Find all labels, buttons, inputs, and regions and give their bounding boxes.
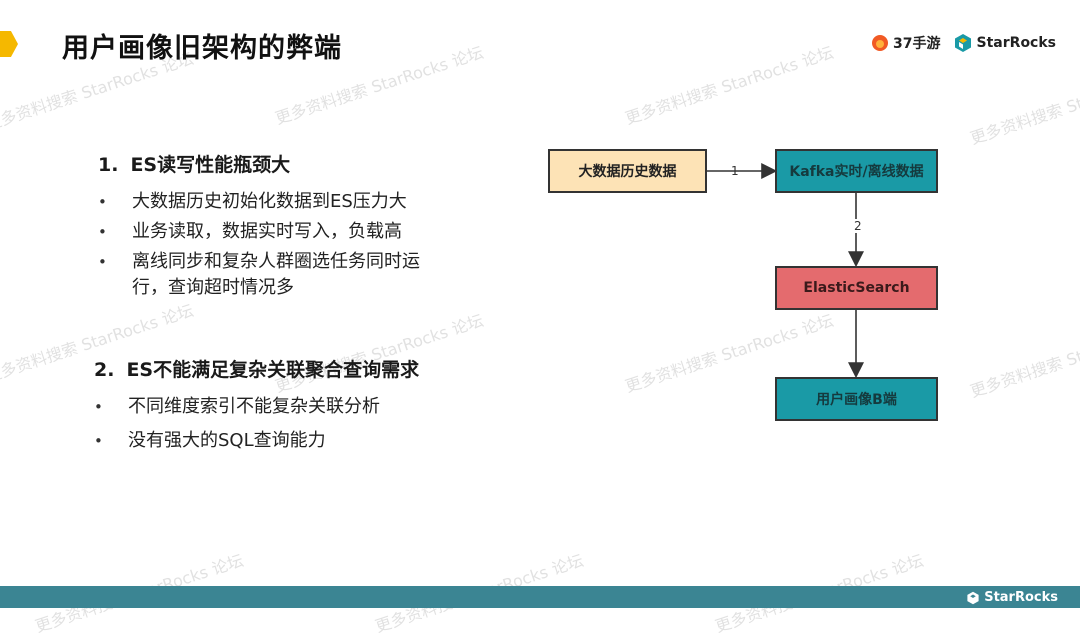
node-kafka: Kafka实时/离线数据 [775, 149, 938, 193]
section-2-bullets: 不同维度索引不能复杂关联分析 没有强大的SQL查询能力 [94, 392, 514, 456]
list-item: 不同维度索引不能复杂关联分析 [94, 392, 514, 422]
section-2-number: 2. [94, 359, 115, 381]
brand-37-name: 37手游 [893, 36, 941, 52]
brand-37-logo: 37手游 [871, 33, 941, 53]
page-title: 用户画像旧架构的弊端 [62, 33, 342, 64]
node-history-data-label: 大数据历史数据 [578, 164, 677, 180]
starrocks-logo: StarRocks [953, 33, 1056, 53]
list-item: 离线同步和复杂人群圈选任务同时运 [98, 247, 498, 277]
list-item: 没有强大的SQL查询能力 [94, 426, 514, 456]
footer-starrocks-logo: StarRocks [966, 590, 1058, 605]
node-kafka-label: Kafka实时/离线数据 [789, 164, 924, 180]
header-logos: 37手游 StarRocks [871, 33, 1056, 53]
edge-label-2: 2 [852, 219, 864, 233]
section-1: 1. ES读写性能瓶颈大 大数据历史初始化数据到ES压力大 业务读取，数据实时写入… [98, 150, 498, 303]
starrocks-icon [967, 591, 979, 604]
node-elasticsearch: ElasticSearch [775, 266, 938, 310]
section-1-title: ES读写性能瓶颈大 [130, 154, 291, 176]
edge-label-1: 1 [731, 164, 739, 178]
node-user-portrait-b-label: 用户画像B端 [816, 392, 897, 408]
starrocks-icon [954, 34, 971, 52]
flame-icon [872, 35, 889, 51]
section-1-heading: 1. ES读写性能瓶颈大 [98, 150, 498, 177]
list-item: 大数据历史初始化数据到ES压力大 [98, 187, 498, 217]
node-elasticsearch-label: ElasticSearch [803, 280, 910, 296]
section-1-number: 1. [98, 154, 119, 176]
footer-logo-text: StarRocks [984, 590, 1058, 605]
starrocks-name: StarRocks [976, 35, 1056, 51]
title-accent-tab [0, 31, 18, 57]
list-item: 业务读取，数据实时写入，负载高 [98, 217, 498, 247]
list-item-continuation: 行，查询超时情况多 [132, 277, 294, 298]
section-1-bullets: 大数据历史初始化数据到ES压力大 业务读取，数据实时写入，负载高 离线同步和复杂… [98, 187, 498, 303]
node-history-data: 大数据历史数据 [548, 149, 707, 193]
node-user-portrait-b: 用户画像B端 [775, 377, 938, 421]
architecture-diagram: 大数据历史数据 Kafka实时/离线数据 ElasticSearch 用户画像B… [548, 149, 938, 421]
section-2-title: ES不能满足复杂关联聚合查询需求 [126, 359, 420, 381]
section-2: 2. ES不能满足复杂关联聚合查询需求 不同维度索引不能复杂关联分析 没有强大的S… [94, 355, 514, 456]
footer-bar [0, 586, 1080, 608]
section-2-heading: 2. ES不能满足复杂关联聚合查询需求 [94, 355, 514, 382]
